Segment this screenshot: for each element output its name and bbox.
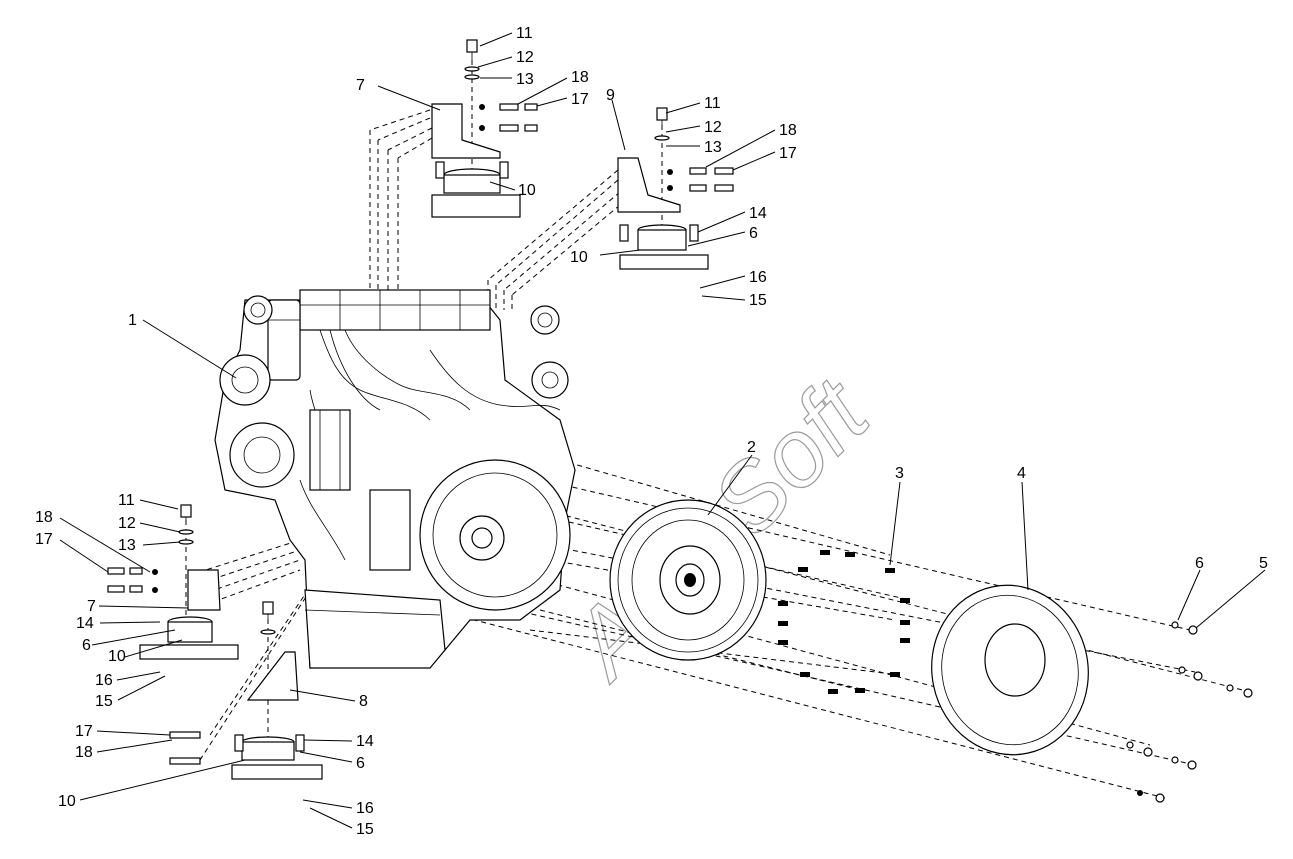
callout-label: 15 xyxy=(356,821,374,838)
callout-label: 12 xyxy=(516,49,534,66)
callout-label: 16 xyxy=(95,672,113,689)
callout-label: 17 xyxy=(75,723,93,740)
callout-label: 10 xyxy=(518,182,536,199)
callout-label: 7 xyxy=(87,598,96,615)
callout-label: 14 xyxy=(749,205,767,222)
callout-label: 6 xyxy=(1195,555,1204,572)
callout-label: 17 xyxy=(571,91,589,108)
callout-label: 6 xyxy=(356,755,365,772)
callout-label: 12 xyxy=(118,515,136,532)
callout-label: 18 xyxy=(571,69,589,86)
callout-label: 1 xyxy=(128,312,137,329)
callout-label: 17 xyxy=(35,531,53,548)
callout-label: 18 xyxy=(75,744,93,761)
callout-label: 6 xyxy=(749,225,758,242)
callout-label: 16 xyxy=(749,269,767,286)
mount-left xyxy=(107,504,239,660)
callout-label: 18 xyxy=(35,509,53,526)
callout-label: 15 xyxy=(95,693,113,710)
callout-label: 10 xyxy=(58,793,76,810)
callout-label: 14 xyxy=(356,733,374,750)
callout-label: 4 xyxy=(1017,465,1026,482)
callout-label: 17 xyxy=(779,145,797,162)
mount-top-right xyxy=(617,107,734,270)
flywheel xyxy=(609,499,767,661)
callout-label: 15 xyxy=(749,292,767,309)
mount-top-left xyxy=(431,39,538,218)
callout-label: 10 xyxy=(570,249,588,266)
mount-lower xyxy=(169,601,323,780)
callout-label: 5 xyxy=(1259,555,1268,572)
callout-label: 6 xyxy=(82,637,91,654)
callout-label: 3 xyxy=(895,465,904,482)
callout-label: 16 xyxy=(356,800,374,817)
callout-label: 11 xyxy=(516,25,533,42)
callout-label: 11 xyxy=(704,95,721,112)
engine-assembly xyxy=(214,289,576,669)
flywheel-bolts xyxy=(778,550,1253,803)
leader-lines xyxy=(59,32,1266,829)
callout-labels: 11 12 13 18 17 7 10 9 11 12 13 18 17 14 … xyxy=(35,25,1268,838)
callout-label: 10 xyxy=(108,648,126,665)
callout-label: 18 xyxy=(779,122,797,139)
callout-label: 7 xyxy=(356,77,365,94)
callout-label: 8 xyxy=(359,693,368,710)
callout-label: 14 xyxy=(76,615,94,632)
callout-label: 13 xyxy=(516,71,534,88)
callout-label: 13 xyxy=(704,139,722,156)
callout-label: 13 xyxy=(118,537,136,554)
callout-label: 12 xyxy=(704,119,722,136)
housing-cover xyxy=(931,584,1089,756)
callout-label: 9 xyxy=(606,87,615,104)
callout-label: 11 xyxy=(118,492,135,509)
callout-label: 2 xyxy=(747,439,756,456)
